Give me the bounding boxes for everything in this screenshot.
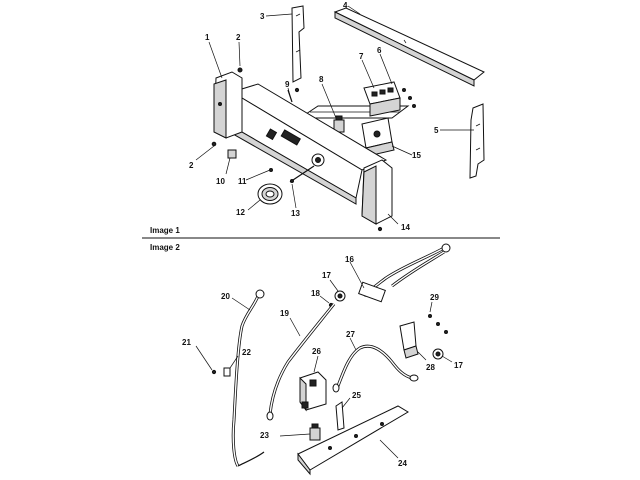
image-2-leader-lines	[195, 261, 453, 459]
callout-1: 1	[205, 33, 210, 42]
part-6-screws	[402, 88, 416, 108]
part-12-knob	[257, 183, 283, 205]
callout-7: 7	[359, 52, 364, 61]
callout-22: 22	[242, 348, 251, 357]
part-2-screw-top	[237, 67, 243, 73]
part-15-control-box	[361, 117, 395, 157]
callout-10: 10	[216, 177, 225, 186]
part-4-trim-bar	[333, 7, 485, 87]
part-10-clip	[227, 149, 237, 159]
callout-17-right: 17	[454, 361, 463, 370]
callout-8: 8	[319, 75, 324, 84]
caption-image-2: Image 2	[150, 243, 180, 252]
callout-15: 15	[412, 151, 421, 160]
part-23-switch	[309, 423, 321, 441]
callout-29: 29	[430, 293, 439, 302]
image-2-wiring-assembly: Image 2	[150, 243, 463, 476]
part-16-wire-harness	[358, 243, 451, 303]
caption-image-1: Image 1	[150, 226, 180, 235]
callout-14: 14	[401, 223, 410, 232]
callout-26: 26	[312, 347, 321, 356]
part-main-control-panel	[225, 83, 388, 205]
part-5-right-bracket	[469, 103, 485, 179]
callout-19: 19	[280, 309, 289, 318]
callout-4: 4	[343, 1, 348, 10]
part-28-bracket	[399, 321, 419, 359]
image-1-leader-lines	[195, 5, 474, 225]
callout-9: 9	[285, 80, 290, 89]
part-13-shaft	[289, 165, 315, 183]
part-25-bracket	[335, 401, 345, 431]
callout-12: 12	[236, 208, 245, 217]
part-27-wire	[332, 344, 419, 393]
part-21-screw	[211, 369, 217, 375]
part-17-switch-top	[334, 290, 346, 302]
callout-27: 27	[346, 330, 355, 339]
callout-18: 18	[311, 289, 320, 298]
callout-2-bottom: 2	[189, 161, 194, 170]
part-19-wire	[266, 303, 336, 421]
part-3-left-bracket	[291, 5, 305, 93]
callout-16: 16	[345, 255, 354, 264]
callout-5: 5	[434, 126, 439, 135]
part-22-clip	[223, 367, 231, 377]
callout-24: 24	[398, 459, 407, 468]
callout-28: 28	[426, 363, 435, 372]
callout-2-top: 2	[236, 33, 241, 42]
part-2-screw-bottom	[211, 141, 217, 147]
part-1-left-end-cap	[213, 71, 243, 139]
callout-20: 20	[221, 292, 230, 301]
part-24-bracket-rail	[297, 405, 409, 476]
callout-13: 13	[291, 209, 300, 218]
callout-23: 23	[260, 431, 269, 440]
callout-21: 21	[182, 338, 191, 347]
callout-11: 11	[238, 177, 247, 186]
callout-3: 3	[260, 12, 265, 21]
image-1-panel-assembly: 1 2 3 4 5 6 7 8 9 10 11 12 13 14 15 2 Im…	[150, 1, 485, 235]
callout-17-top: 17	[322, 271, 331, 280]
part-14-right-end-cap	[361, 159, 393, 232]
part-20-wire	[231, 289, 265, 467]
part-7-switch-block	[363, 81, 401, 117]
part-17-switch-right	[432, 348, 444, 360]
part-29-screws	[428, 314, 448, 334]
callout-25: 25	[352, 391, 361, 400]
part-26-spark-module	[299, 371, 327, 412]
callout-6: 6	[377, 46, 382, 55]
